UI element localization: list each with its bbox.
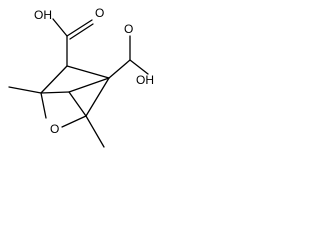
bond: [8, 86, 42, 94]
bond: [66, 65, 110, 79]
carbonyl-oxygen-label: O: [95, 6, 104, 20]
bond: [129, 59, 149, 75]
bond: [40, 65, 68, 94]
bond: [85, 77, 110, 117]
bridge-oxygen-label: O: [50, 122, 59, 136]
bond: [68, 77, 110, 93]
bond: [52, 18, 68, 37]
bond: [66, 19, 93, 37]
chemical-structure: OH O O OH O: [8, 6, 154, 148]
carbonyl-oxygen-label: O: [124, 22, 133, 36]
bond: [40, 91, 70, 94]
bond: [40, 92, 47, 119]
hydroxyl-label: OH: [136, 73, 154, 87]
bond: [61, 115, 87, 128]
bond: [108, 59, 131, 79]
bond: [68, 91, 87, 117]
bond: [69, 23, 94, 40]
bond: [85, 115, 105, 148]
hydroxyl-label: OH: [34, 8, 52, 22]
